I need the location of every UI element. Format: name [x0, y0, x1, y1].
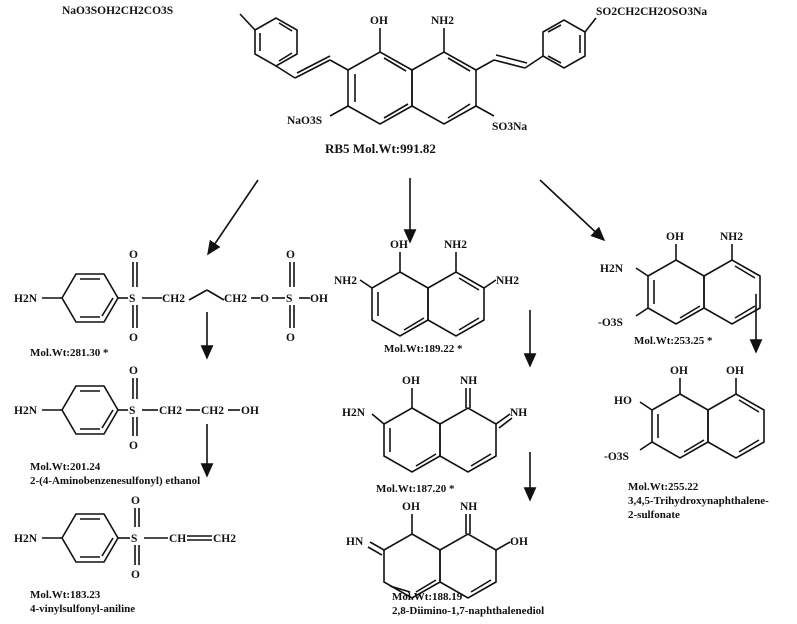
svg-text:-O3S: -O3S	[604, 451, 629, 463]
svg-text:H2N: H2N	[14, 405, 38, 417]
p6-molecular-weight: Mol.Wt:188.19	[392, 591, 463, 603]
svg-text:OH: OH	[402, 501, 420, 513]
rb5-so3na-left: NaO3S	[287, 115, 322, 127]
svg-text:O: O	[131, 569, 140, 581]
svg-text:O: O	[131, 495, 140, 507]
product-1: H2N S O O CH2 CH2 O S O O OH Mol.Wt:28	[14, 249, 328, 359]
svg-text:H2N: H2N	[342, 407, 366, 419]
product-8: OH OH HO -O3S Mol.Wt:255.22 3,4,5-Trihyd…	[604, 365, 769, 521]
p5-molecular-weight: Mol.Wt:187.20 *	[376, 483, 455, 495]
rb5-structure: NaO3SOH2CH2CO3S OH NH2 NaO3S SO3Na	[62, 5, 707, 156]
svg-text:O: O	[286, 249, 295, 261]
arrow-to-p1	[207, 179, 259, 256]
product-6: OH NH HN OH Mol.Wt:188.19 2,8-Diimino-1,…	[346, 501, 544, 617]
svg-text:NH2: NH2	[444, 239, 467, 251]
p2-molecular-weight: Mol.Wt:201.24	[30, 461, 101, 473]
p2-compound-name: 2-(4-Aminobenzenesulfonyl) ethanol	[30, 475, 200, 487]
rb5-nh2-label: NH2	[431, 15, 454, 27]
svg-text:OH: OH	[666, 231, 684, 243]
svg-text:CH: CH	[169, 533, 186, 545]
p1-benzene-ring	[61, 273, 119, 323]
svg-text:OH: OH	[310, 293, 328, 305]
svg-text:S: S	[286, 293, 292, 305]
svg-text:S: S	[131, 533, 137, 545]
p4-naphthalene-ring	[371, 271, 485, 337]
right-benzene-ring	[542, 19, 586, 69]
product-7: OH NH2 H2N -O3S Mol.Wt:253.25 *	[598, 231, 761, 347]
svg-text:H2N: H2N	[14, 293, 38, 305]
svg-text:OH: OH	[241, 405, 259, 417]
svg-text:S: S	[129, 293, 135, 305]
svg-text:O: O	[260, 293, 269, 305]
p8-molecular-weight: Mol.Wt:255.22	[628, 481, 699, 493]
svg-text:NH2: NH2	[720, 231, 743, 243]
svg-text:CH2: CH2	[162, 293, 185, 305]
product-4: OH NH2 NH2 NH2 Mol.Wt:189.22 *	[334, 239, 519, 355]
svg-text:S: S	[129, 405, 135, 417]
svg-text:NH: NH	[510, 407, 527, 419]
p2-benzene-ring	[61, 385, 119, 435]
svg-text:O: O	[129, 332, 138, 344]
svg-text:NH: NH	[460, 375, 477, 387]
p8-naphthalene-ring	[651, 393, 765, 459]
svg-text:HN: HN	[346, 536, 364, 548]
p6-naphthalene-ring	[383, 533, 497, 599]
svg-text:-O3S: -O3S	[598, 317, 623, 329]
arrow-to-p7	[539, 179, 606, 242]
p5-naphthalene-ring	[383, 407, 497, 473]
svg-text:OH: OH	[510, 536, 528, 548]
p7-naphthalene-ring	[647, 259, 761, 325]
p3-molecular-weight: Mol.Wt:183.23	[30, 589, 101, 601]
p3-benzene-ring	[61, 513, 119, 563]
left-benzene-ring	[254, 17, 298, 67]
svg-text:CH2: CH2	[213, 533, 236, 545]
svg-text:OH: OH	[402, 375, 420, 387]
svg-text:H2N: H2N	[14, 533, 38, 545]
svg-text:OH: OH	[670, 365, 688, 377]
svg-text:O: O	[286, 332, 295, 344]
rb5-oh-label: OH	[370, 15, 388, 27]
svg-text:CH2: CH2	[224, 293, 247, 305]
p6-compound-name: 2,8-Diimino-1,7-naphthalenediol	[392, 605, 544, 617]
svg-text:HO: HO	[614, 395, 632, 407]
svg-text:NH2: NH2	[496, 275, 519, 287]
svg-text:NH: NH	[460, 501, 477, 513]
p3-compound-name: 4-vinylsulfonyl-aniline	[30, 603, 135, 615]
p4-molecular-weight: Mol.Wt:189.22 *	[384, 343, 463, 355]
p8-compound-name-line1: 3,4,5-Trihydroxynaphthalene-	[628, 495, 769, 507]
rb5-so3na-right: SO3Na	[492, 121, 527, 133]
p8-compound-name-line2: 2-sulfonate	[628, 509, 680, 521]
svg-text:O: O	[129, 365, 138, 377]
p1-molecular-weight: Mol.Wt:281.30 *	[30, 347, 109, 359]
svg-text:NH2: NH2	[334, 275, 357, 287]
svg-text:H2N: H2N	[600, 263, 624, 275]
svg-text:OH: OH	[390, 239, 408, 251]
p7-molecular-weight: Mol.Wt:253.25 *	[634, 335, 713, 347]
svg-text:O: O	[129, 440, 138, 452]
left-sulfonyl-chain: NaO3SOH2CH2CO3S	[62, 5, 173, 17]
svg-text:CH2: CH2	[201, 405, 224, 417]
product-2: H2N S O O CH2 CH2 OH Mol.Wt:201.24 2-(4-…	[14, 365, 259, 487]
svg-text:OH: OH	[726, 365, 744, 377]
product-3: H2N S O O CH CH2 Mol.Wt:183.23 4-vinylsu…	[14, 495, 236, 615]
rb5-title: RB5 Mol.Wt:991.82	[325, 141, 436, 156]
right-sulfonyl-chain: SO2CH2CH2OSO3Na	[596, 6, 707, 18]
svg-text:O: O	[129, 249, 138, 261]
naphthalene-core	[347, 51, 477, 125]
product-5: OH NH NH H2N Mol.Wt:187.20 *	[342, 375, 527, 495]
svg-text:CH2: CH2	[159, 405, 182, 417]
